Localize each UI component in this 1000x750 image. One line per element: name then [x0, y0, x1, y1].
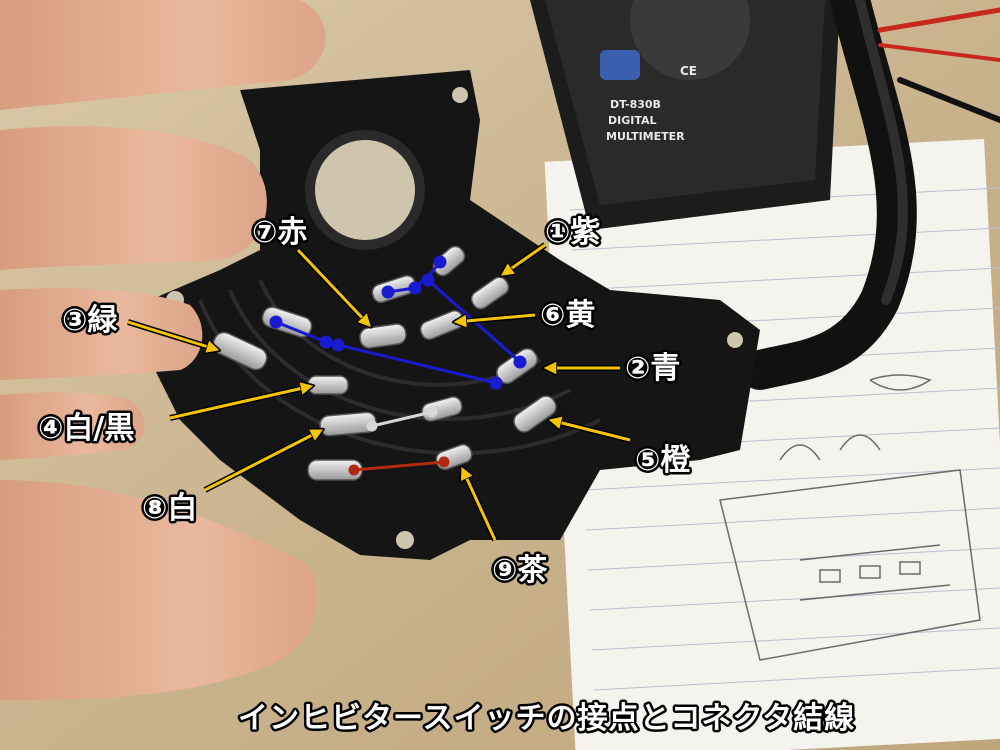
multimeter-ce: CE	[680, 64, 697, 78]
label-white: ⑧白	[142, 491, 197, 526]
arrows-fill	[127, 243, 631, 541]
label-blue: ②青	[625, 351, 680, 386]
arrow-orange	[550, 420, 631, 442]
label-green: ③緑	[62, 303, 118, 338]
label-yellow: ⑥黄	[540, 298, 595, 333]
pad	[261, 306, 313, 338]
arrow-purple	[502, 243, 546, 275]
label-red: ⑦赤	[252, 215, 307, 250]
pencil-sketch	[719, 374, 981, 661]
white-wire	[366, 406, 438, 432]
arrow-brown	[462, 468, 497, 541]
arrow-white	[204, 430, 322, 492]
fingers	[0, 0, 326, 460]
pad	[470, 276, 510, 310]
brown-wire	[348, 456, 450, 476]
cables	[740, 0, 1000, 390]
thumb	[0, 480, 318, 700]
multimeter-model: DT-830B	[610, 98, 661, 111]
pad	[307, 375, 349, 395]
label-brown: ⑨茶	[492, 553, 548, 588]
multimeter: DT-830B DIGITAL MULTIMETER CE	[530, 0, 840, 230]
pad	[513, 395, 557, 433]
pad	[359, 323, 407, 349]
multimeter-line2: MULTIMETER	[606, 130, 685, 143]
multimeter-line1: DIGITAL	[608, 114, 657, 127]
pad	[212, 331, 268, 371]
caption: インヒビタースイッチの接点とコネクタ結線	[238, 701, 855, 736]
blue-wires	[269, 255, 527, 390]
center-hole	[305, 130, 425, 250]
label-purple: ①紫	[545, 215, 600, 250]
arrow-green	[127, 320, 218, 350]
arrow-white-black	[169, 386, 312, 420]
arrow-red	[296, 248, 370, 326]
label-white-black: ④白/黒	[38, 411, 134, 446]
arrow-yellow	[455, 315, 536, 322]
pad	[319, 411, 377, 437]
label-orange: ⑤橙	[635, 443, 691, 478]
